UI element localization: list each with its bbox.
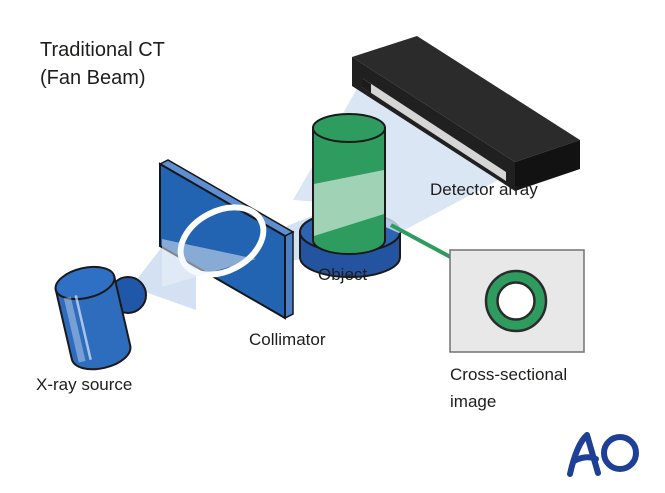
title-line1: Traditional CT	[40, 39, 165, 61]
xray-source-highlight	[63, 296, 86, 363]
label-cross-section-line2: image	[450, 392, 497, 411]
ao-logo-letter-a-bar	[571, 454, 599, 464]
label-cross-section: Cross-sectional image	[450, 361, 567, 415]
beam-through-collimator-wedge	[162, 239, 256, 287]
cross-section-box	[449, 249, 585, 353]
title-line2: (Fan Beam)	[40, 67, 146, 89]
collimator-face	[159, 162, 286, 320]
label-collimator: Collimator	[249, 330, 326, 349]
page-title: Traditional CT (Fan Beam)	[40, 36, 165, 92]
ao-logo-icon	[567, 432, 639, 477]
detector-strip	[362, 78, 506, 181]
detector-array-shape	[352, 36, 580, 191]
cross-section-ring-inner	[496, 281, 536, 321]
arrow-shaft	[390, 223, 457, 262]
collimator-bevel-right	[284, 230, 294, 320]
xray-source-top	[54, 265, 116, 301]
ao-logo-letter-o	[601, 434, 639, 472]
xray-source-shape	[54, 265, 147, 371]
label-detector-array: Detector array	[430, 180, 538, 199]
xray-source-cylinder	[54, 265, 132, 371]
object-shape	[312, 113, 386, 256]
label-object: Object	[318, 265, 368, 284]
ao-logo-strokes	[567, 432, 639, 477]
ao-logo-letter-a	[567, 432, 601, 477]
label-cross-section-line1: Cross-sectional	[450, 365, 568, 384]
beam-through-object-band	[314, 170, 384, 236]
detector-strip-end	[362, 78, 371, 93]
detector-right-face	[515, 140, 580, 191]
xray-source-highlight-thin	[74, 295, 92, 361]
object-cylinder-top	[312, 113, 386, 143]
detector-top-face	[352, 36, 580, 162]
label-xray-source: X-ray source	[36, 375, 133, 394]
collimator-shape	[158, 159, 295, 320]
